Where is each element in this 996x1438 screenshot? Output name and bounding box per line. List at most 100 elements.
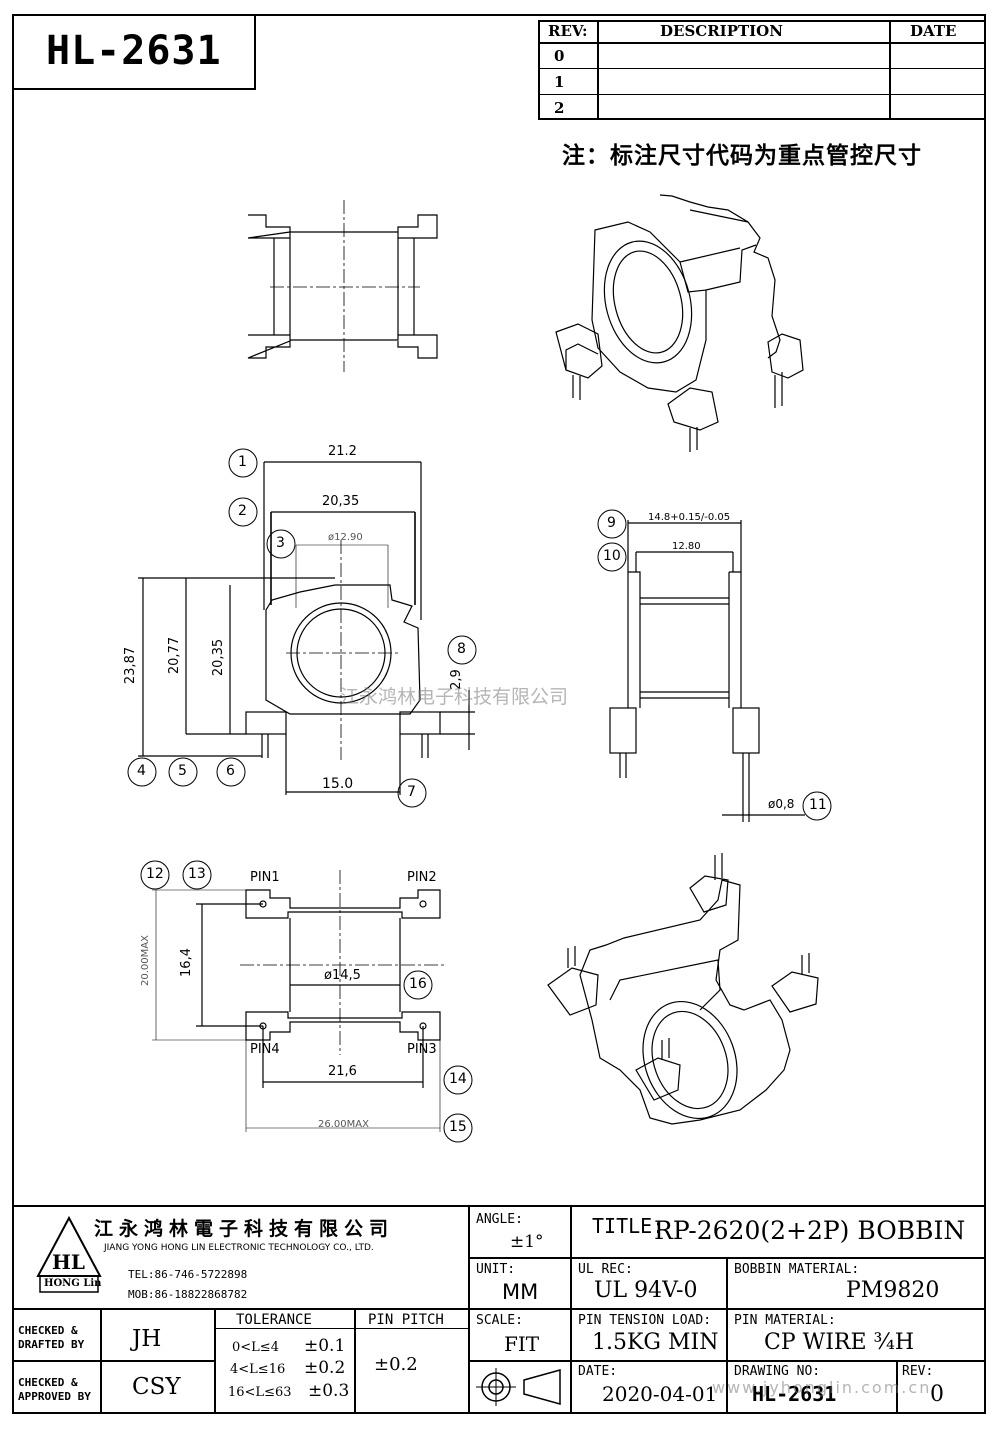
watermark-company: 江永鸿林电子科技有限公司 [340,686,569,708]
bobbin-material-label: BOBBIN MATERIAL: [734,1262,860,1277]
company-mob: MOB:86-18822868782 [128,1288,248,1301]
date-header: DATE [910,22,957,40]
approved-by-value: CSY [132,1374,181,1400]
callout-4: 4 [137,763,146,779]
bobbin-material-value: PM9820 [846,1278,940,1303]
callout-13: 13 [188,866,206,882]
title-label: TITLE: [592,1214,665,1238]
tolerance-label: TOLERANCE [236,1312,312,1328]
callout-1: 1 [238,454,247,470]
ul-label: UL REC: [578,1262,633,1277]
pin-tension-value: 1.5KG MIN [592,1330,719,1355]
tolerance-value-1: ±0.1 [304,1336,346,1356]
unit-value: MM [502,1280,539,1304]
company-logo [36,1215,102,1293]
callout-7: 7 [407,784,416,800]
dim-9: 14.8+0.15/-0.05 [648,512,731,523]
part-code: HL-2631 [46,28,222,74]
dim-4: 23,87 [123,646,139,685]
pin1-label: PIN1 [250,870,280,885]
drawing-frame [12,14,986,1414]
callout-15: 15 [449,1119,467,1135]
rev-label: REV: [902,1364,934,1379]
pin-tension-label: PIN TENSION LOAD: [578,1313,712,1328]
callout-5: 5 [178,763,187,779]
title-value: RP-2620(2+2P) BOBBIN [654,1216,966,1245]
angle-value: ±1° [510,1232,544,1252]
callout-14: 14 [449,1071,467,1087]
callout-10: 10 [603,548,621,564]
drafted-by-value: JH [132,1326,162,1352]
rev-row-1: 1 [554,73,565,91]
dim-13: 16,4 [178,948,194,977]
drawing-no-value: HL-2631 [752,1382,837,1406]
callout-12: 12 [146,866,164,882]
ul-value: UL 94V-0 [594,1278,698,1303]
scale-label: SCALE: [476,1313,523,1328]
isometric-view-top [555,194,804,452]
angle-label: ANGLE: [476,1212,523,1227]
callout-16: 16 [409,976,427,992]
checked-drafted-label-2: DRAFTED BY [18,1338,85,1351]
pin-material-label: PIN MATERIAL: [734,1313,836,1328]
control-note: 注：标注尺寸代码为重点管控尺寸 [562,143,922,169]
company-tel: TEL:86-746-5722898 [128,1268,248,1281]
dim-6: 20,35 [211,638,227,677]
technical-drawing [127,194,832,1143]
date-value: 2020-04-01 [602,1382,718,1406]
logo-subtext: HONG Lin [44,1278,102,1289]
isometric-view-bottom [547,853,819,1125]
dim-12: 20.00MAX [139,935,151,986]
rev-row-2: 2 [554,99,565,117]
date-label: DATE: [578,1364,618,1379]
company-name-en: JIANG YONG HONG LIN ELECTRONIC TECHNOLOG… [104,1243,374,1253]
tolerance-value-3: ±0.3 [308,1381,350,1401]
tolerance-range-2: 4<L≤16 [230,1362,286,1377]
dim-16: ø14,5 [324,968,361,983]
pin4-label: PIN4 [250,1042,280,1057]
checked-approved-label-2: APPROVED BY [18,1390,91,1403]
logo-text: HL [52,1250,85,1274]
projection-symbol-icon [476,1368,561,1406]
callout-6: 6 [226,763,235,779]
pin-material-value: CP WIRE ¾H [764,1330,915,1355]
pin-pitch-value: ±0.2 [374,1354,418,1375]
pin3-label: PIN3 [407,1042,437,1057]
dim-14: 21,6 [328,1064,357,1079]
dim-5: 20,77 [167,636,183,675]
tolerance-range-1: 0<L≤4 [232,1340,279,1355]
dim-7: 15.0 [322,776,354,792]
part-code-box [12,14,256,90]
callout-circles [127,448,832,1143]
rev-header: REV: [548,22,588,40]
callout-8: 8 [457,641,466,657]
pin-pitch-label: PIN PITCH [368,1312,444,1328]
side-view-right [609,520,805,822]
checked-approved-label-1: CHECKED & [18,1376,78,1389]
watermark-url: www.jyhonglin.com.cn [712,1378,932,1397]
dim-15: 26.00MAX [318,1119,369,1130]
rev-value: 0 [930,1382,944,1407]
rev-row-0: 0 [554,47,565,65]
pin2-label: PIN2 [407,870,437,885]
dim-3: ø12.90 [328,532,363,543]
callout-11: 11 [809,797,827,813]
tolerance-range-3: 16<L≤63 [228,1385,292,1400]
description-header: DESCRIPTION [660,22,783,40]
dim-2: 20,35 [322,494,360,509]
checked-drafted-label-1: CHECKED & [18,1324,78,1337]
unit-label: UNIT: [476,1262,516,1277]
callout-9: 9 [607,515,616,531]
dim-11: ø0,8 [768,797,795,811]
callout-3: 3 [276,535,285,551]
callout-2: 2 [238,503,247,519]
dim-1: 21.2 [328,444,357,459]
dim-10: 12.80 [672,541,701,552]
scale-value: FIT [504,1332,540,1356]
company-name-cn: 江永鸿林電子科技有限公司 [94,1218,395,1240]
bottom-view [152,870,445,1132]
tolerance-value-2: ±0.2 [304,1358,346,1378]
drawing-no-label: DRAWING NO: [734,1364,821,1379]
front-view [138,461,475,795]
side-view-top [247,200,438,372]
